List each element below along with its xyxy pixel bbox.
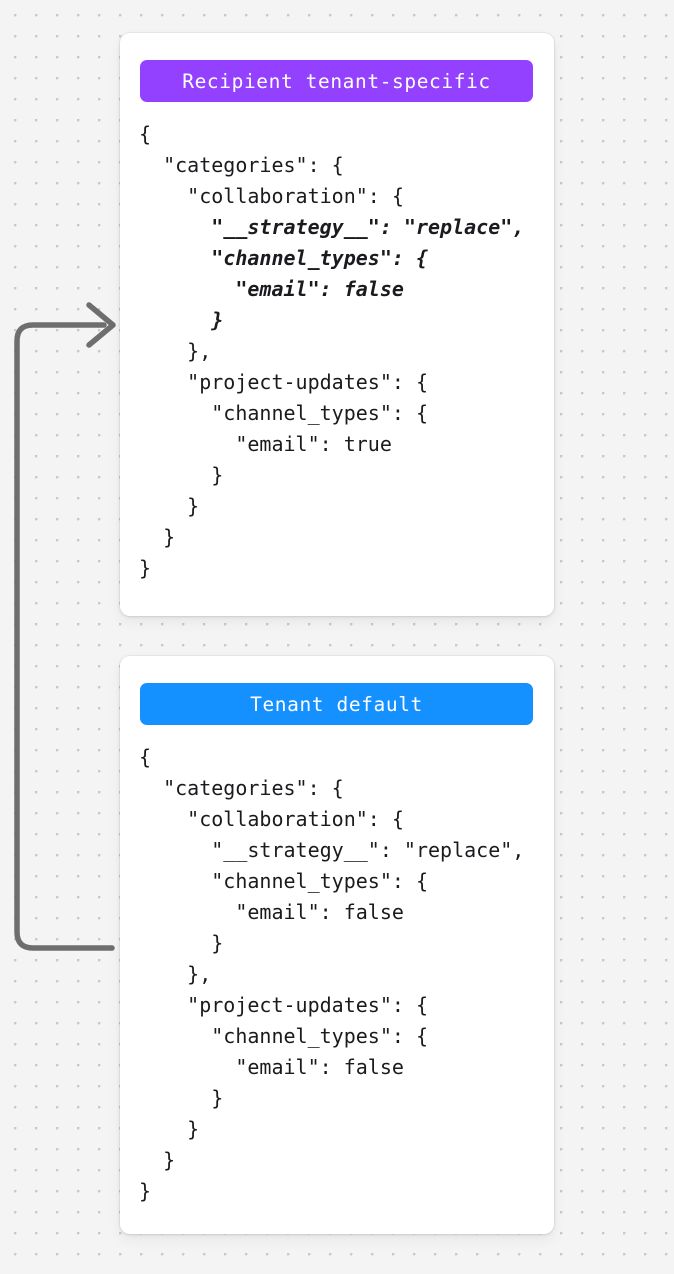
json-line: "collaboration": {: [139, 807, 404, 831]
json-line: "project-updates": {: [139, 993, 428, 1017]
json-line: {: [139, 745, 152, 769]
card-badge-tenant-default: Tenant default: [140, 683, 533, 725]
json-line: },: [139, 339, 212, 363]
json-line: }: [139, 525, 176, 549]
json-line: "channel_types": {: [139, 246, 428, 270]
json-line: }: [139, 1148, 176, 1172]
json-line: "__strategy__": "replace",: [139, 215, 525, 239]
json-line: "collaboration": {: [139, 184, 404, 208]
json-line: "email": false: [139, 277, 404, 301]
json-line: "channel_types": {: [139, 869, 428, 893]
card-recipient-tenant-specific[interactable]: Recipient tenant-specific { "categories"…: [120, 33, 554, 616]
json-line: }: [139, 1086, 224, 1110]
merge-arrow-head-icon: [86, 302, 116, 348]
json-line: }: [139, 931, 224, 955]
json-line: },: [139, 962, 212, 986]
json-line: }: [139, 556, 152, 580]
json-line: }: [139, 308, 224, 332]
json-block-recipient-tenant-specific: { "categories": { "collaboration": { "__…: [139, 119, 540, 584]
json-line: "channel_types": {: [139, 1024, 428, 1048]
json-line: "categories": {: [139, 153, 344, 177]
json-line: }: [139, 463, 224, 487]
json-line: }: [139, 1179, 152, 1203]
merge-arrow-path: [14, 322, 115, 951]
json-line: "project-updates": {: [139, 370, 428, 394]
json-block-tenant-default: { "categories": { "collaboration": { "__…: [139, 742, 540, 1207]
card-badge-recipient-tenant-specific: Recipient tenant-specific: [140, 60, 533, 102]
json-line: "__strategy__": "replace",: [139, 838, 525, 862]
card-tenant-default[interactable]: Tenant default { "categories": { "collab…: [120, 656, 554, 1234]
json-line: "channel_types": {: [139, 401, 428, 425]
json-line: "categories": {: [139, 776, 344, 800]
json-line: "email": true: [139, 432, 392, 456]
json-line: }: [139, 494, 200, 518]
json-line: }: [139, 1117, 200, 1141]
json-line: "email": false: [139, 900, 404, 924]
json-line: "email": false: [139, 1055, 404, 1079]
json-line: {: [139, 122, 152, 146]
